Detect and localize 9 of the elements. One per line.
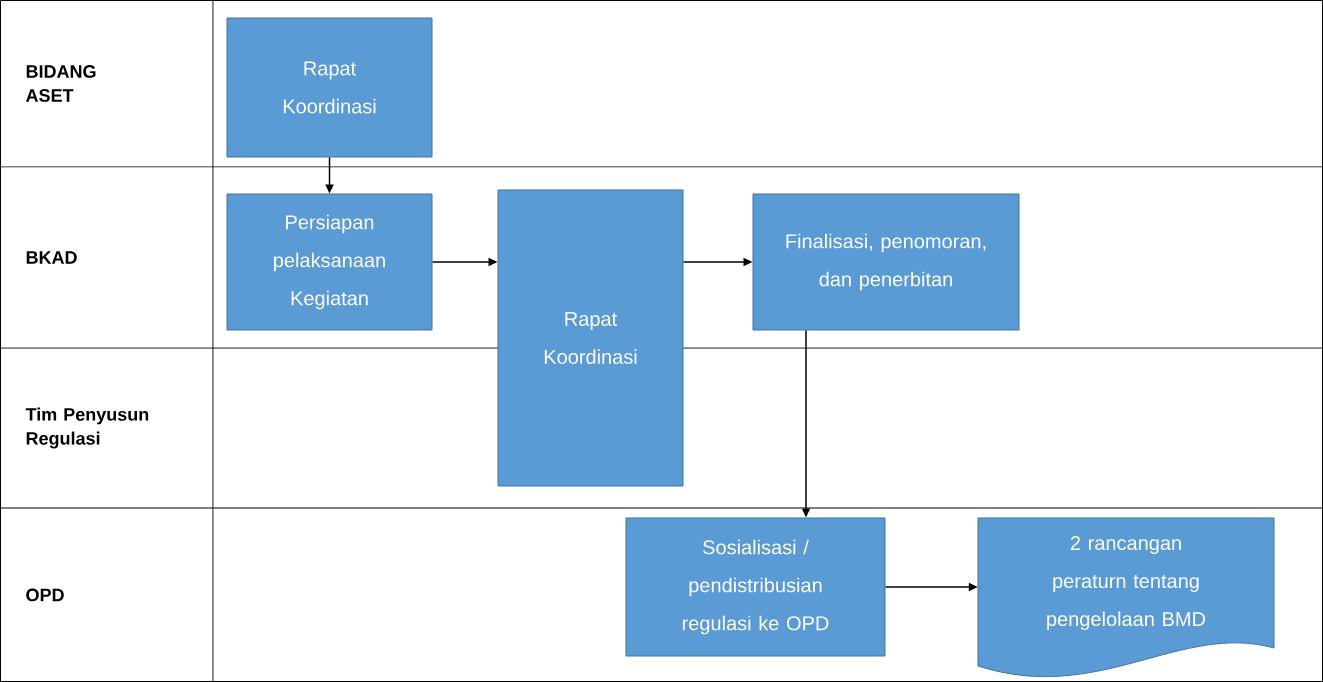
process-box: Rapat Koordinasi bbox=[497, 189, 684, 487]
lane-label: OPD bbox=[26, 588, 64, 602]
process-box: Persiapan pelaksanaan Kegiatan bbox=[226, 193, 433, 331]
lane-label: Tim Penyusun Regulasi bbox=[25, 407, 149, 449]
lane-label: BIDANG ASET bbox=[26, 65, 96, 102]
process-box: Finalisasi, penomoran, dan penerbitan bbox=[752, 193, 1020, 331]
lane-label: BKAD bbox=[26, 251, 77, 264]
process-box: Sosialisasi / pendistribusian regulasi ke OPD bbox=[625, 517, 886, 657]
process-box: Rapat Koordinasi bbox=[226, 17, 433, 158]
